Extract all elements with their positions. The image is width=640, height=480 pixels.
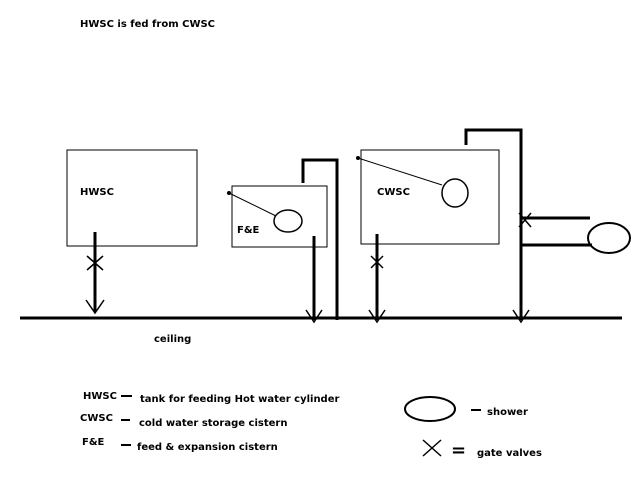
- legend-fe-desc: feed & expansion cistern: [137, 442, 278, 453]
- rising-main-arrow: [512, 309, 530, 324]
- expansion-pipe: [301, 158, 339, 320]
- hwsc-feed-pipe: [85, 232, 105, 315]
- fe-ballvalve: [227, 191, 303, 233]
- cwsc-tank: CWSC: [360, 149, 500, 245]
- legend-cwsc-desc: cold water storage cistern: [139, 418, 287, 429]
- gate-valve-cwsc: [370, 255, 384, 269]
- shower-head: [587, 222, 631, 254]
- fe-tank-label: F&E: [237, 225, 260, 236]
- legend-shower-desc: shower: [487, 407, 528, 418]
- gate-valve-shower: [518, 212, 532, 228]
- hwsc-tank: HWSC: [66, 149, 198, 247]
- cwsc-tank-label: CWSC: [377, 187, 410, 198]
- legend: HWSC tank for feeding Hot water cylinder…: [80, 391, 542, 461]
- legend-hwsc-desc: tank for feeding Hot water cylinder: [140, 394, 339, 405]
- rising-main-pipe: [464, 128, 523, 320]
- fe-tank: F&E: [231, 185, 328, 248]
- ceiling-label: ceiling: [154, 334, 191, 345]
- hwsc-tank-label: HWSC: [80, 187, 114, 198]
- legend-fe-abbr: F&E: [82, 437, 105, 448]
- fe-feed-pipe: [305, 236, 323, 324]
- legend-shower-icon: [404, 396, 456, 422]
- cwsc-ballvalve: [356, 156, 469, 208]
- gate-valve-hwsc: [86, 255, 104, 271]
- diagram-title: HWSC is fed from CWSC: [80, 19, 215, 30]
- legend-hwsc-abbr: HWSC: [83, 391, 117, 402]
- legend-valves-desc: gate valves: [477, 448, 542, 459]
- legend-valves-equals: =: [451, 440, 466, 461]
- legend-gate-valve-icon: [422, 439, 442, 457]
- legend-cwsc-abbr: CWSC: [80, 413, 113, 424]
- cwsc-feed-pipe: [368, 234, 386, 324]
